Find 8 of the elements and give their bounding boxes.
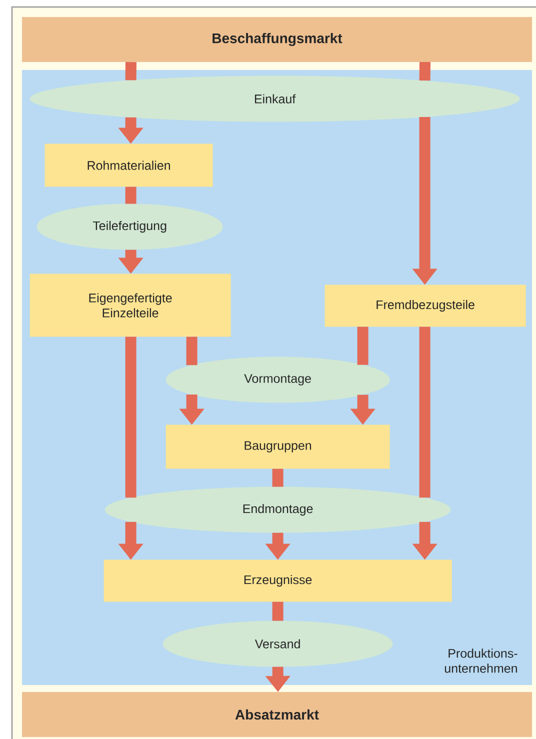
stage-box: Fremdbezugsteile (324, 284, 526, 327)
stage-box: Rohmaterialien (44, 144, 213, 187)
stage-box: Eigengefertigte Einzelteile (30, 274, 231, 337)
area-label: Produktions- unternehmen (444, 648, 518, 673)
market-band: Beschaffungsmarkt (22, 17, 532, 62)
stage-box: Erzeugnisse (104, 560, 452, 602)
stage-box: Baugruppen (166, 424, 390, 469)
market-band: Absatzmarkt (22, 692, 532, 737)
